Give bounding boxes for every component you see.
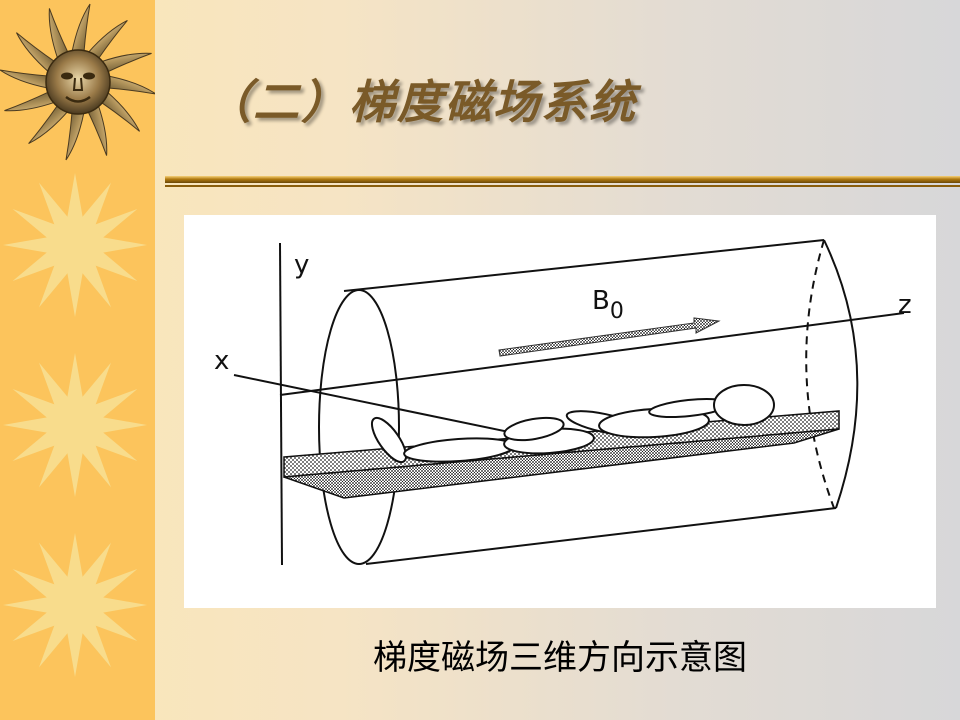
b0-label-subscript: 0	[610, 299, 624, 324]
figure-caption: 梯度磁场三维方向示意图	[373, 638, 747, 678]
b0-label: B0	[592, 286, 624, 324]
sun-decorations	[0, 3, 155, 677]
b0-label-main: B	[592, 286, 610, 316]
z-axis	[279, 312, 905, 396]
sun-face-icon	[0, 3, 155, 161]
gradient-field-diagram: y x z B0	[184, 215, 936, 608]
sun-icon	[3, 173, 147, 317]
y-axis	[279, 242, 283, 566]
sun-icon	[3, 533, 147, 677]
b0-arrow	[498, 317, 721, 357]
x-axis	[233, 374, 515, 434]
sun-icon	[3, 353, 147, 497]
x-axis-label: x	[214, 346, 229, 376]
left-decorative-strip	[0, 0, 155, 720]
title-divider	[165, 176, 960, 187]
slide-title: （二）梯度磁场系统	[205, 75, 637, 129]
cylinder-back	[805, 239, 835, 509]
y-axis-label: y	[294, 250, 309, 280]
z-axis-label: z	[898, 290, 912, 320]
